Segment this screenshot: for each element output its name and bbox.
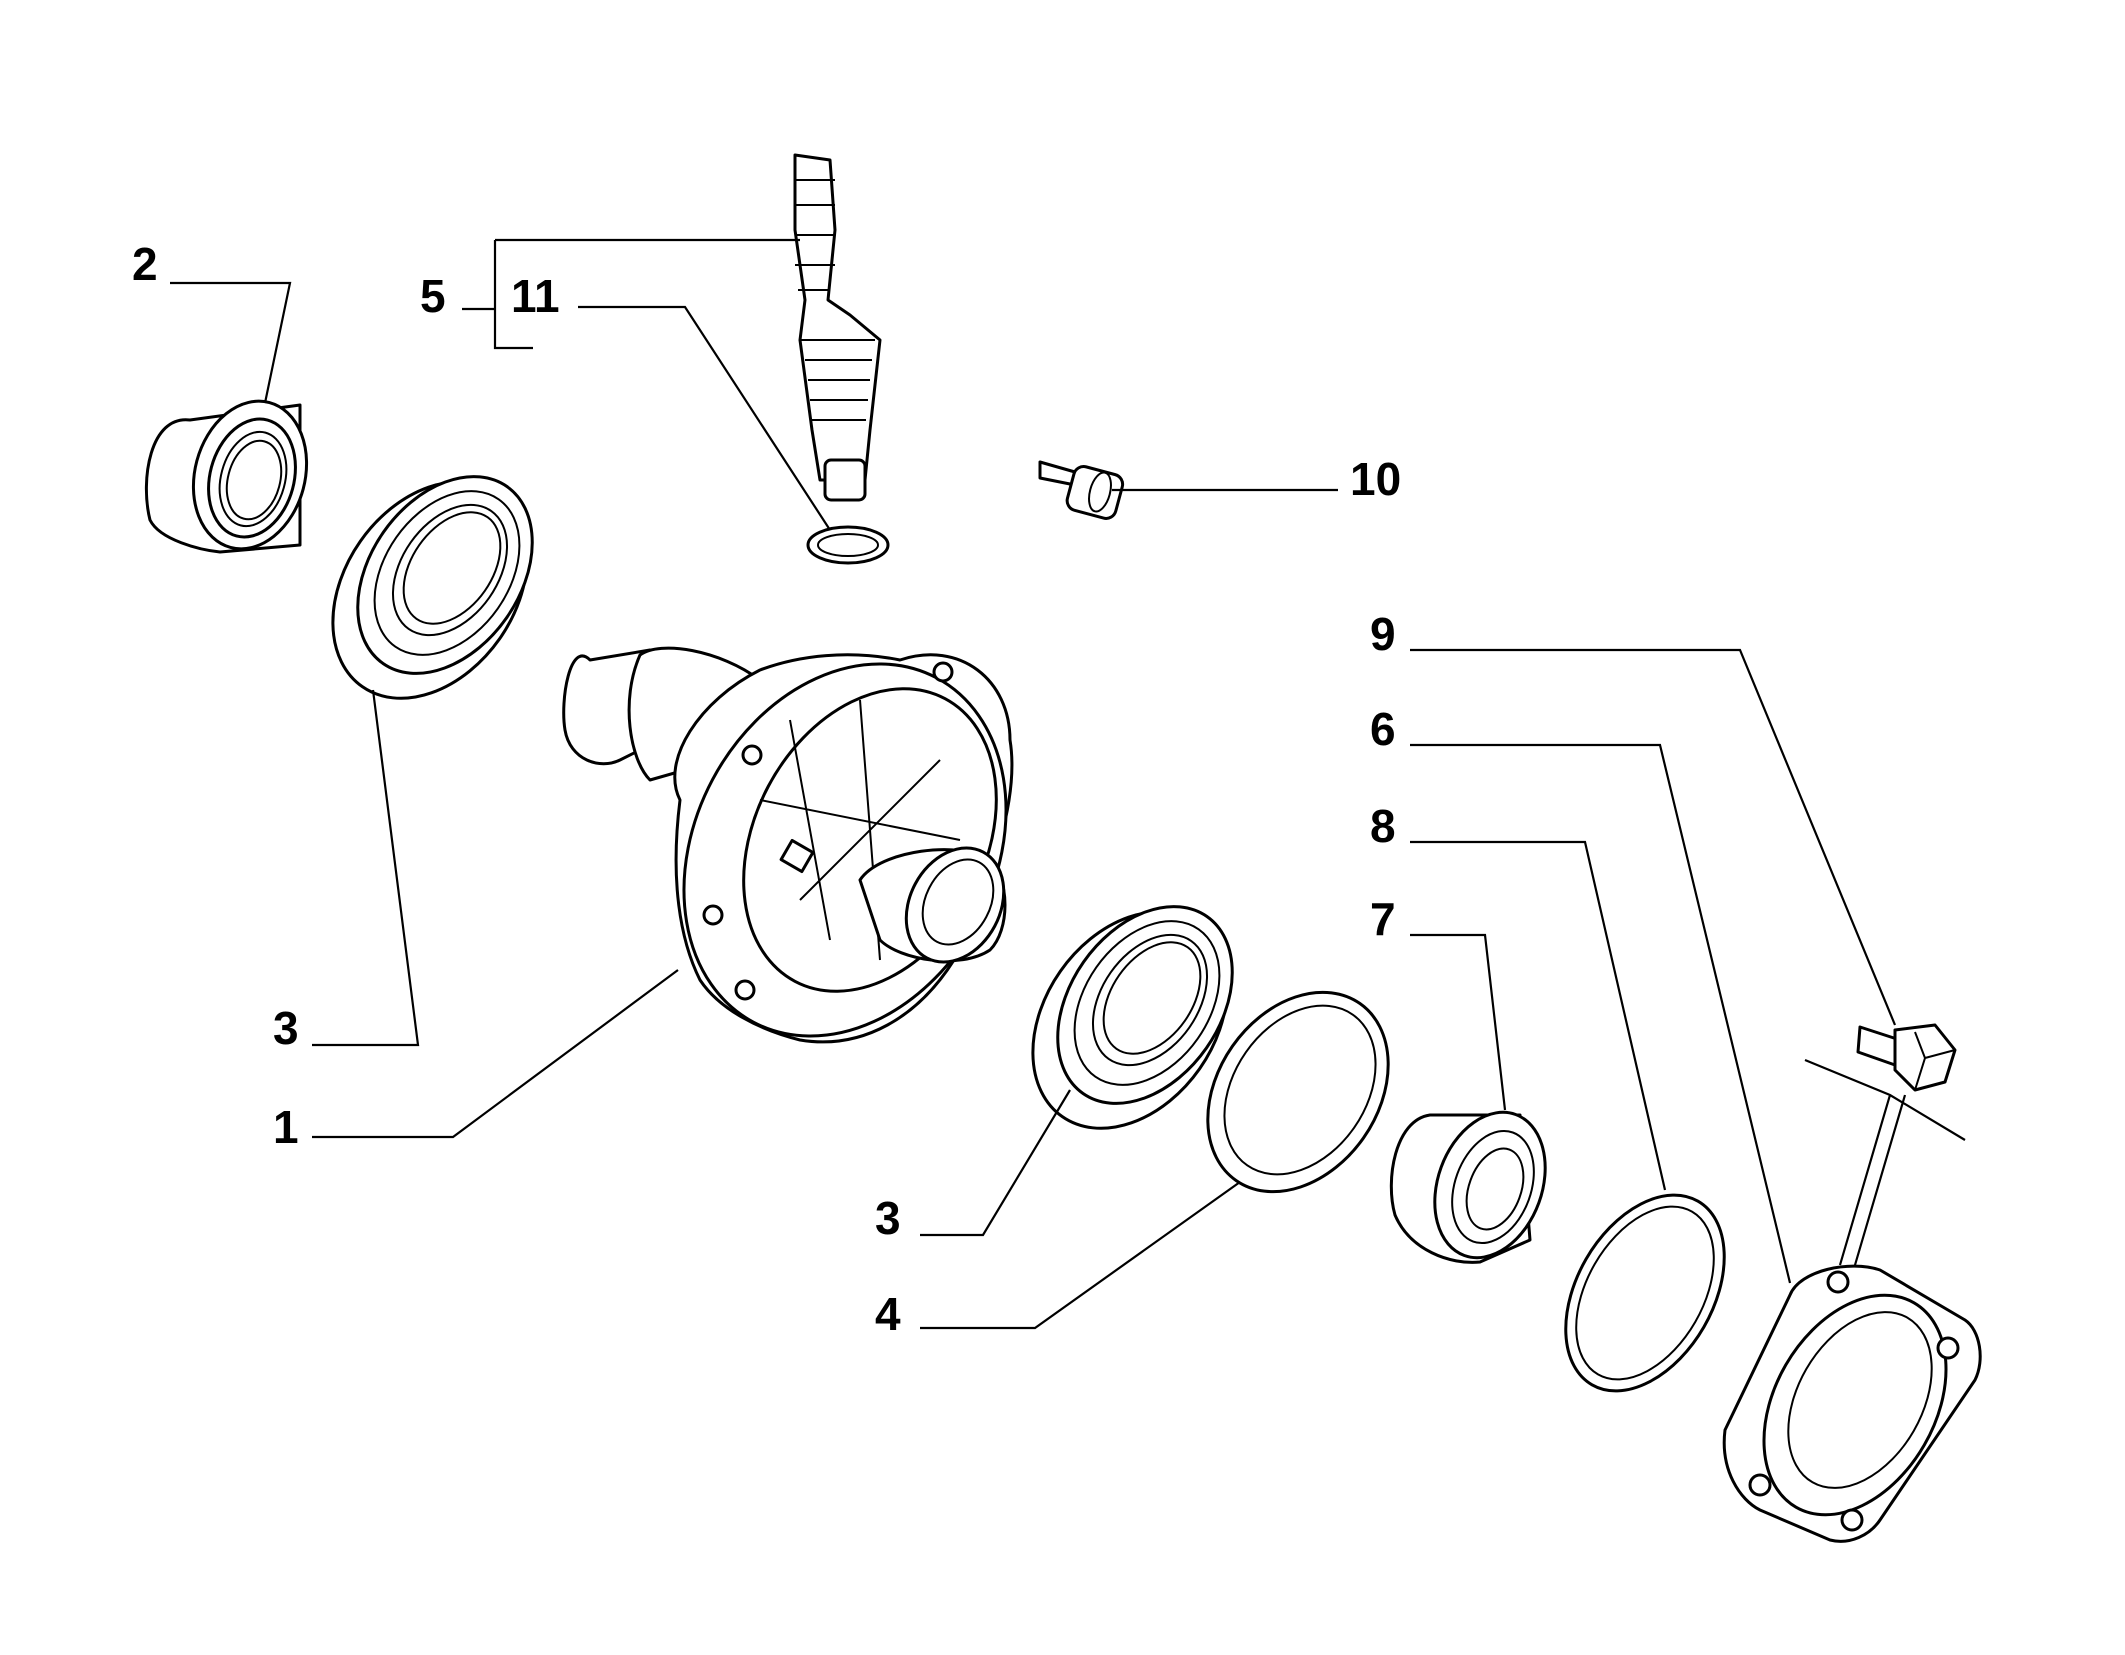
callout-4: 4 <box>875 1288 901 1340</box>
part-5-speedometer-shaft <box>793 153 882 502</box>
leader-9 <box>1410 648 1897 1026</box>
leader-3a <box>312 689 420 1047</box>
callout-11: 11 <box>511 270 560 322</box>
leader-1 <box>312 969 679 1139</box>
callout-9: 9 <box>1370 608 1396 660</box>
leader-6 <box>1410 743 1792 1284</box>
part-8-shim-ring <box>1564 1193 1726 1393</box>
callout-2: 2 <box>132 238 158 290</box>
callout-3-lower: 3 <box>875 1192 901 1244</box>
callout-3-upper: 3 <box>273 1002 299 1054</box>
part-2-tapered-bearing <box>144 399 309 554</box>
part-3-roller-bearing-lower <box>1031 905 1234 1130</box>
callout-6: 6 <box>1370 703 1396 755</box>
leader-4 <box>920 1181 1241 1330</box>
assembly-reference-lines <box>1804 1058 1966 1266</box>
leader-11 <box>578 305 831 531</box>
leader-7 <box>1410 933 1507 1111</box>
part-10-small-bolt <box>1038 460 1125 520</box>
part-4-oil-seal <box>1206 990 1390 1194</box>
leader-8 <box>1410 840 1667 1191</box>
part-6-bearing-flange <box>1722 1264 1982 1543</box>
leader-3b <box>920 1089 1071 1237</box>
part-1-differential-housing <box>562 646 1014 1044</box>
part-7-tapered-bearing <box>1389 1110 1547 1264</box>
callout-7: 7 <box>1370 893 1396 945</box>
leader-2 <box>170 281 292 404</box>
callout-1: 1 <box>273 1101 299 1153</box>
callout-8: 8 <box>1370 800 1396 852</box>
leader-5 <box>462 238 800 350</box>
part-3-roller-bearing-upper <box>331 475 534 700</box>
callout-10: 10 <box>1350 453 1401 505</box>
callout-5: 5 <box>420 270 446 322</box>
part-11-o-ring-seal <box>806 525 890 565</box>
part-9-hex-bolt <box>1856 1023 1957 1092</box>
